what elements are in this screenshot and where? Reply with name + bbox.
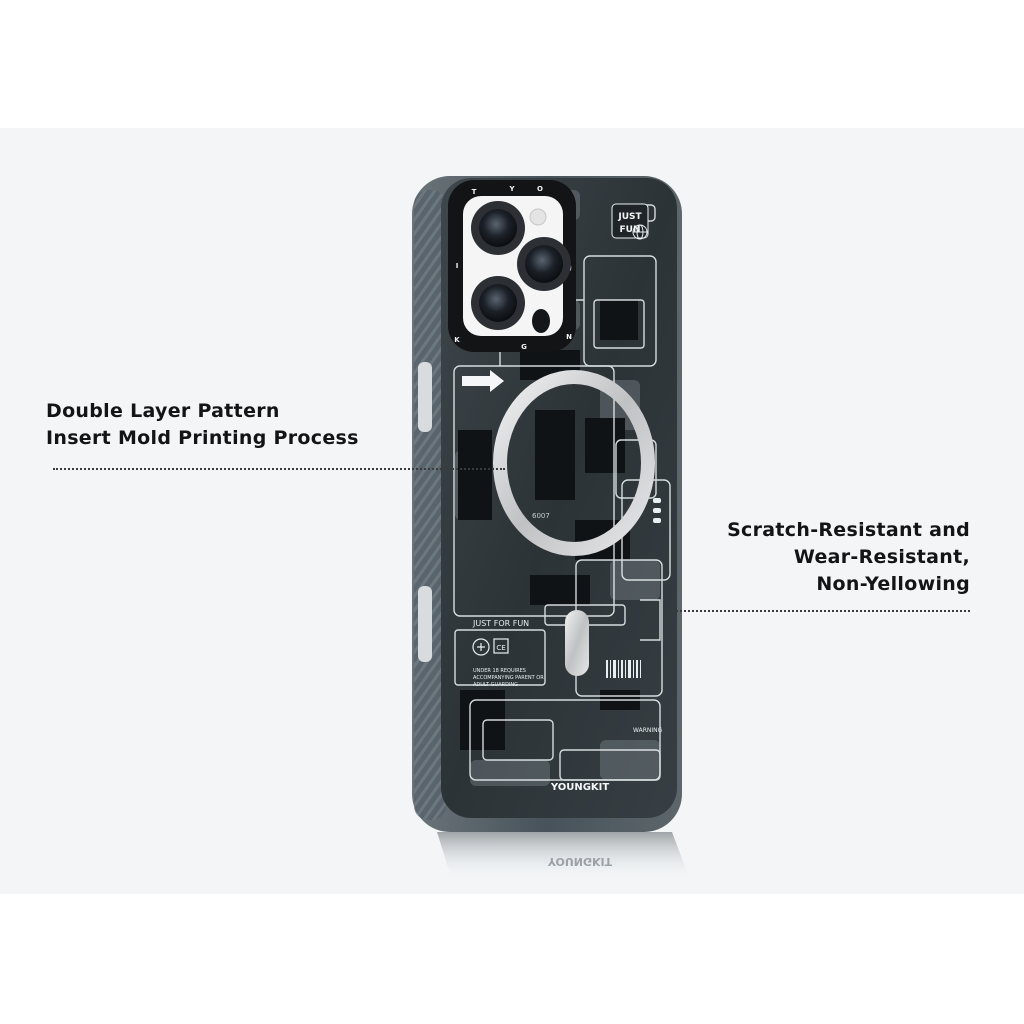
warning-line-3: ADULT GUARDING — [473, 682, 518, 688]
svg-text:JUST: JUST — [617, 212, 642, 222]
ce-mark: CE — [472, 638, 509, 656]
callout-right-line-2: Wear-Resistant, — [793, 546, 970, 568]
svg-text:K: K — [454, 336, 460, 344]
leader-line-right — [672, 610, 970, 612]
arrow-graphic — [462, 370, 504, 392]
brand-reflection-text: YOUNGKIT — [547, 855, 613, 868]
camera-lens-bottom — [471, 276, 525, 330]
magsafe-ring — [493, 370, 655, 676]
globe-icon — [632, 224, 648, 240]
svg-text:G: G — [521, 343, 527, 351]
lidar-sensor — [532, 309, 550, 333]
callout-left-line-2: Insert Mold Printing Process — [46, 427, 359, 449]
just-for-fun-text: JUST FOR FUN — [472, 619, 529, 628]
case-reflection: YOUNGKIT — [437, 832, 690, 880]
callout-left-line-1: Double Layer Pattern — [46, 400, 280, 422]
brand-text: YOUNGKIT — [550, 782, 610, 793]
camera-lens-middle — [517, 237, 571, 291]
just-fun-badge: JUST FUN — [611, 203, 649, 239]
leader-line-left — [53, 468, 505, 470]
camera-module: Y O U N G K I T — [448, 180, 576, 352]
alignment-magnet — [565, 610, 589, 676]
svg-text:O: O — [537, 185, 543, 193]
warning-strip-text: WARNING — [633, 727, 663, 734]
flash-icon — [529, 208, 547, 226]
svg-text:T: T — [472, 188, 477, 196]
svg-text:FUN: FUN — [620, 225, 641, 235]
svg-text:I: I — [456, 262, 459, 270]
callout-left: Double Layer Pattern Insert Mold Printin… — [46, 398, 359, 452]
barcode-graphic — [606, 660, 641, 678]
camera-lens-top — [471, 201, 525, 255]
warning-line-2: ACCOMPANYING PARENT OR — [473, 675, 544, 681]
callout-right-line-1: Scratch-Resistant and — [727, 519, 970, 541]
side-button-upper — [418, 362, 432, 432]
warning-line-1: UNDER 18 REQUIRES — [473, 668, 526, 674]
svg-text:Y: Y — [508, 185, 515, 193]
callout-right-line-3: Non-Yellowing — [816, 573, 970, 595]
svg-text:CE: CE — [496, 644, 505, 652]
side-button-lower — [418, 586, 432, 662]
chip-code-text: 6007 — [532, 512, 550, 520]
callout-right: Scratch-Resistant and Wear-Resistant, No… — [727, 517, 970, 598]
svg-text:N: N — [566, 333, 572, 341]
